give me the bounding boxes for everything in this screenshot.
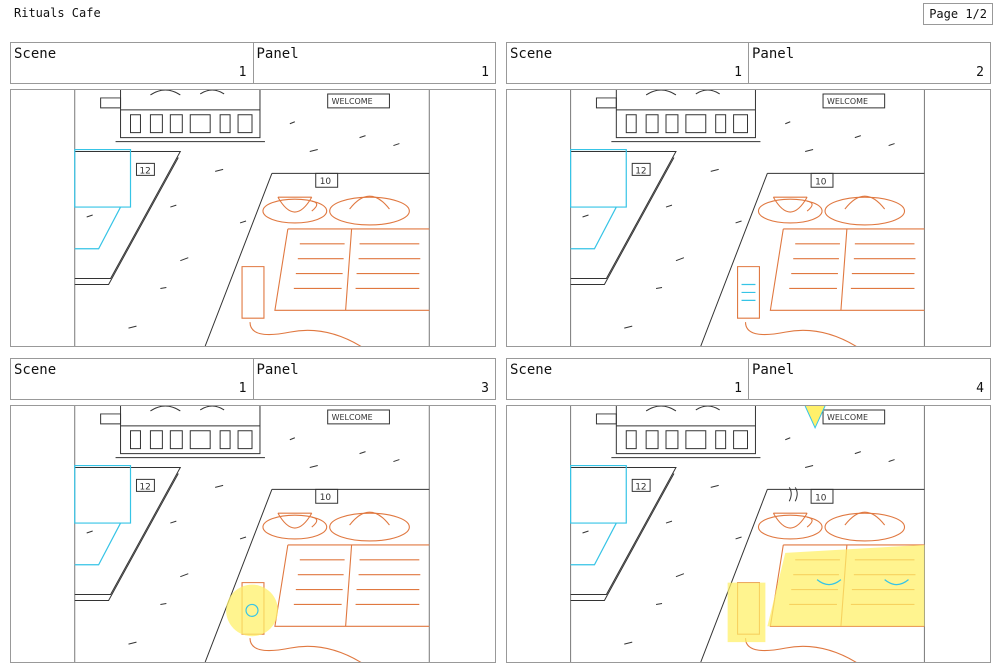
panel-number: 2 [976, 65, 984, 80]
scene-number: 1 [734, 65, 742, 80]
svg-text:WELCOME: WELCOME [332, 413, 373, 422]
panel-header-4: Scene 1 Panel 4 [506, 358, 991, 400]
panel-header-1: Scene 1 Panel 1 [10, 42, 496, 84]
panel-label: Panel [752, 46, 795, 62]
svg-text:10: 10 [815, 493, 827, 503]
panel-label: Panel [752, 362, 795, 378]
scene-number: 1 [734, 381, 742, 396]
svg-text:WELCOME: WELCOME [827, 97, 868, 106]
scene-cell: Scene 1 [507, 359, 748, 399]
panel-frame-4: WELCOME 12 10 [506, 405, 991, 663]
panel-frame-3: WELCOME 12 10 [10, 405, 496, 663]
panel-cell: Panel 2 [748, 43, 990, 83]
scene-label: Scene [14, 46, 57, 62]
scene-label: Scene [510, 362, 553, 378]
svg-text:10: 10 [320, 493, 332, 503]
svg-text:12: 12 [635, 166, 646, 176]
svg-text:10: 10 [320, 177, 332, 187]
page-number: Page 1/2 [923, 3, 993, 25]
panel-cell: Panel 4 [748, 359, 990, 399]
scene-cell: Scene 1 [11, 43, 253, 83]
scene-cell: Scene 1 [11, 359, 253, 399]
panel-cell: Panel 3 [252, 359, 496, 399]
panel-number: 4 [976, 381, 984, 396]
panel-number: 1 [481, 65, 489, 80]
scene-number: 1 [238, 65, 247, 80]
panel-frame-2: WELCOME 12 10 [506, 89, 991, 347]
panel-header-2: Scene 1 Panel 2 [506, 42, 991, 84]
scene-label: Scene [510, 46, 553, 62]
svg-text:12: 12 [139, 166, 150, 176]
panel-frame-1: WELCOME 12 10 [10, 89, 496, 347]
svg-text:WELCOME: WELCOME [827, 413, 868, 422]
document-title: Rituals Cafe [14, 6, 101, 20]
svg-text:12: 12 [139, 482, 150, 492]
svg-text:WELCOME: WELCOME [332, 97, 373, 106]
panel-cell: Panel 1 [252, 43, 496, 83]
panel-label: Panel [256, 362, 299, 378]
scene-number: 1 [238, 381, 247, 396]
scene-cell: Scene 1 [507, 43, 748, 83]
panel-header-3: Scene 1 Panel 3 [10, 358, 496, 400]
svg-text:12: 12 [635, 482, 646, 492]
panel-number: 3 [481, 381, 489, 396]
svg-text:10: 10 [815, 177, 827, 187]
scene-label: Scene [14, 362, 57, 378]
panel-label: Panel [256, 46, 299, 62]
